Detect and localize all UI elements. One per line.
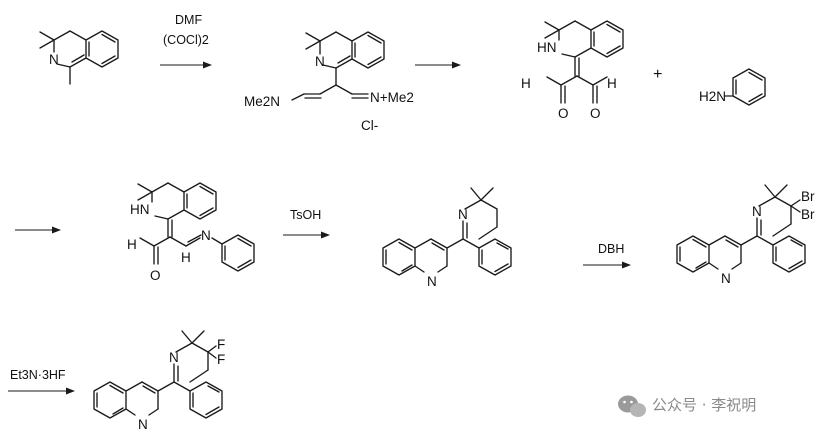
- molecule-dibromo-product: N N Br Br: [676, 184, 815, 286]
- atom-label-br-bottom: Br: [801, 207, 815, 222]
- molecule-quinolinyl-dihydroisoquinoline: N N: [382, 187, 512, 289]
- atom-label-o-left: O: [558, 106, 569, 121]
- atom-label-o: O: [150, 268, 161, 283]
- watermark-text: 公众号 · 李祝明: [652, 396, 756, 414]
- atom-label-n-ring: N: [315, 54, 325, 69]
- atom-label-h-right: H: [607, 76, 617, 91]
- atom-label-me2n: Me2N: [244, 94, 280, 109]
- atom-label-o-right: O: [590, 106, 601, 121]
- molecule-aniline: H2N: [699, 68, 766, 106]
- reaction-arrow-1: DMF (COCl)2: [160, 13, 212, 69]
- atom-label-n-quinoline: N: [138, 417, 148, 432]
- atom-label-n: N: [49, 52, 59, 67]
- atom-label-h-aldehyde: H: [127, 237, 137, 252]
- reaction-arrow-2: [415, 61, 461, 69]
- atom-label-n-quinoline: N: [427, 274, 437, 289]
- atom-label-h-imine: H: [181, 250, 191, 265]
- atom-label-n-ring: N: [752, 204, 762, 219]
- atom-label-n-imine: N: [201, 228, 211, 243]
- reaction-arrow-5: DBH: [583, 242, 631, 269]
- atom-label-nme2-plus: N+Me2: [370, 90, 414, 105]
- reagent-dmf: DMF: [175, 13, 202, 27]
- atom-label-n-quinoline: N: [721, 271, 731, 286]
- molecule-starting-dihydroisoquinoline: N: [39, 30, 119, 85]
- reaction-arrow-3: [15, 226, 61, 234]
- reagent-dbh: DBH: [598, 242, 624, 256]
- atom-label-n-ring: N: [169, 350, 179, 365]
- atom-label-f-top: F: [217, 337, 225, 352]
- reagent-et3n-3hf: Et3N·3HF: [10, 368, 66, 382]
- atom-label-h2n: H2N: [699, 89, 726, 104]
- atom-label-n-ring: N: [458, 207, 468, 222]
- reagent-tsoh: TsOH: [290, 208, 321, 222]
- atom-label-chloride: Cl-: [361, 118, 378, 133]
- plus-sign: +: [653, 66, 662, 83]
- molecule-difluoro-product: N N F F: [93, 330, 225, 432]
- atom-label-f-bottom: F: [217, 352, 225, 367]
- atom-label-hn: HN: [130, 202, 150, 217]
- watermark: 公众号 · 李祝明: [618, 395, 756, 417]
- reaction-arrow-6: Et3N·3HF: [8, 368, 75, 395]
- atom-label-br-top: Br: [801, 189, 815, 204]
- reaction-arrow-4: TsOH: [283, 208, 330, 239]
- molecule-enaminone-imine: HN H O H N: [127, 182, 255, 283]
- reagent-oxalyl-chloride: (COCl)2: [163, 33, 209, 47]
- molecule-vinamidinium-salt: N Me2N N+Me2 Cl-: [244, 31, 414, 133]
- atom-label-h-left: H: [521, 76, 531, 91]
- molecule-enamino-dialdehyde: HN H H O O: [521, 20, 624, 121]
- atom-label-hn: HN: [537, 40, 557, 55]
- wechat-icon: [618, 395, 646, 417]
